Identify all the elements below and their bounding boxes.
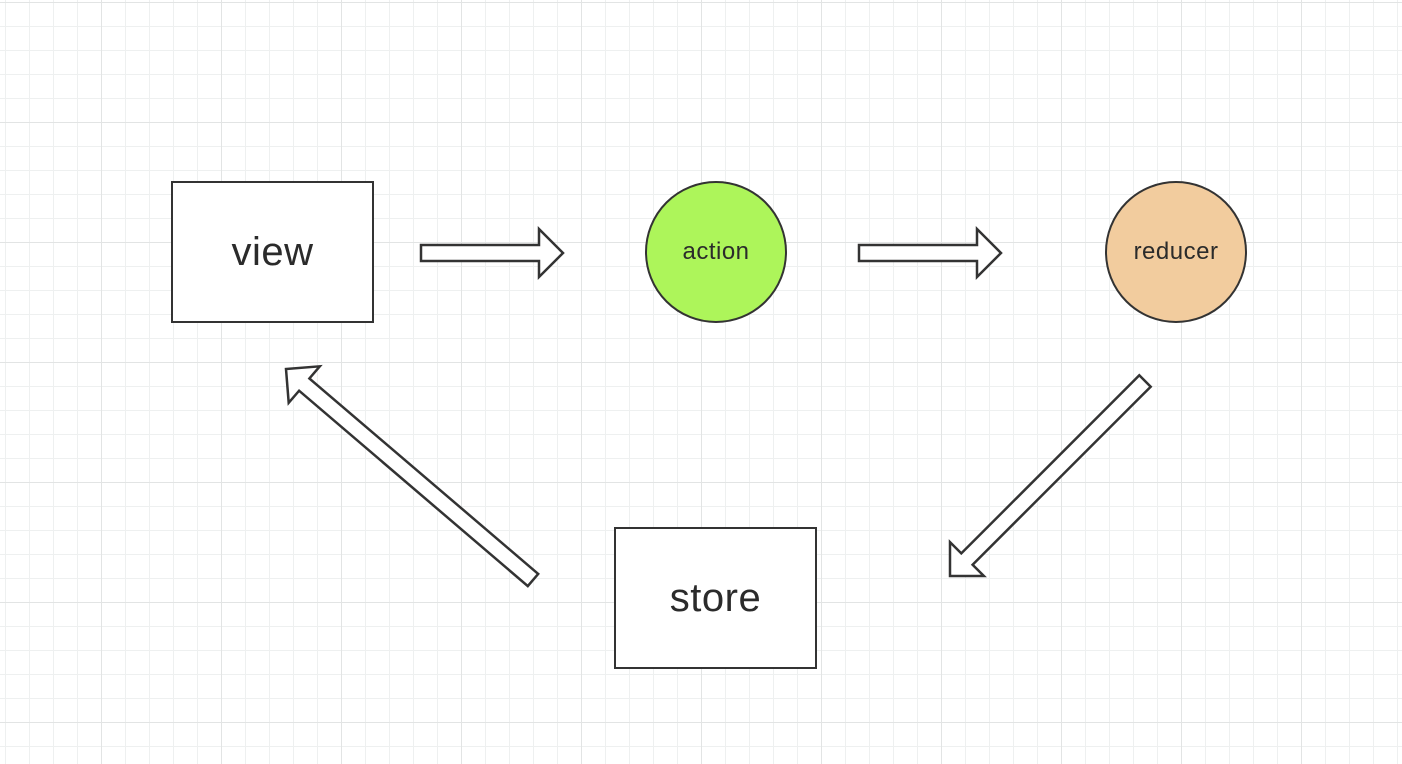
action-label: action (682, 238, 750, 265)
store-node: store (614, 527, 817, 669)
store-label: store (669, 575, 762, 620)
arrow-reducer-to-store (948, 373, 1153, 578)
arrows-layer (284, 225, 1153, 588)
arrow-view-to-action (419, 225, 565, 281)
view-node: view (171, 181, 374, 323)
reducer-label: reducer (1133, 238, 1219, 265)
arrow-store-to-view (284, 364, 540, 588)
reducer-node: reducer (1105, 181, 1247, 323)
action-node: action (645, 181, 787, 323)
arrow-action-to-reducer (857, 225, 1003, 281)
view-label: view (231, 229, 314, 274)
